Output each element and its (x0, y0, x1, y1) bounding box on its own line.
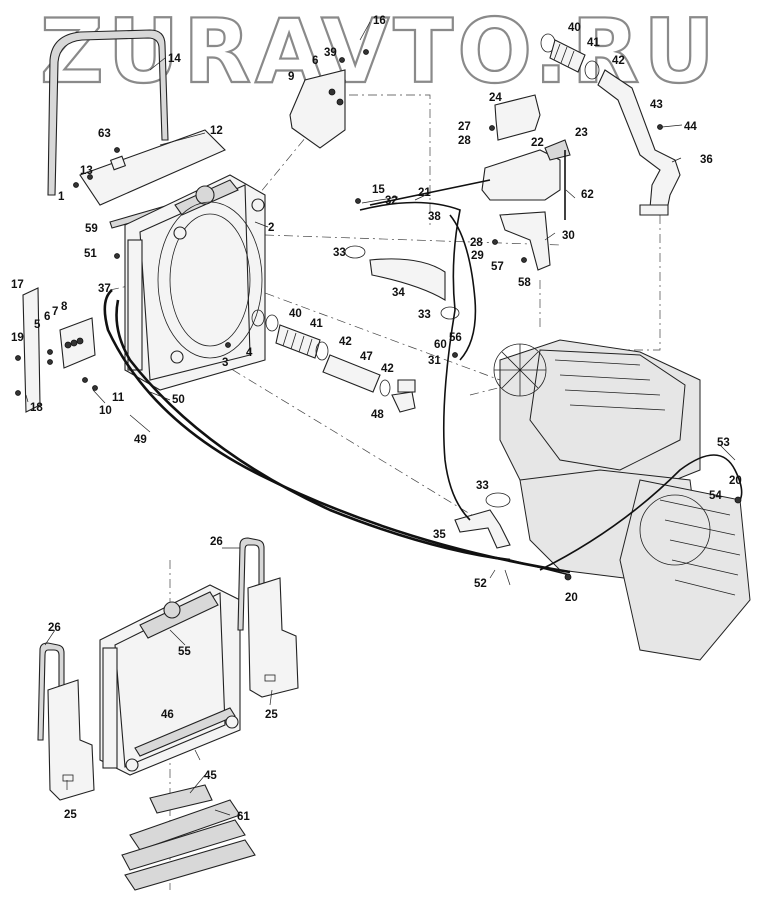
callout-2: 2 (268, 222, 274, 234)
callout-11: 11 (112, 392, 125, 404)
bracket-9 (289, 69, 346, 149)
callout-25-right: 25 (265, 709, 278, 721)
callout-58: 58 (518, 277, 531, 289)
callout-46: 46 (161, 709, 174, 721)
callout-39: 39 (324, 47, 337, 59)
fasteners (15, 49, 742, 581)
callout-50: 50 (172, 394, 185, 406)
callout-40-top: 40 (568, 22, 581, 34)
callout-18: 18 (30, 402, 43, 414)
callout-38: 38 (428, 211, 441, 223)
callout-labels: 1 2 3 4 5 6 6 7 8 9 10 11 12 13 14 15 16… (11, 15, 742, 823)
callout-32: 32 (385, 195, 398, 207)
radiator-core-lower (99, 584, 241, 776)
callout-3: 3 (222, 357, 228, 369)
lower-hose (454, 492, 511, 549)
callout-13: 13 (80, 165, 93, 177)
callout-17: 17 (11, 279, 24, 291)
seal-strip (47, 29, 169, 196)
callout-20-bottom: 20 (565, 592, 578, 604)
callout-1: 1 (58, 191, 65, 203)
callout-51: 51 (84, 248, 97, 260)
callout-43: 43 (650, 99, 663, 111)
callout-20-right: 20 (729, 475, 742, 487)
callout-49: 49 (134, 434, 147, 446)
callout-60: 60 (434, 339, 447, 351)
callout-5: 5 (34, 319, 41, 331)
callout-42-top: 42 (612, 55, 625, 67)
callout-37: 37 (98, 283, 111, 295)
callout-42-mid: 42 (339, 336, 352, 348)
engine (493, 339, 751, 661)
callout-10: 10 (99, 405, 112, 417)
callout-33-b: 33 (418, 309, 431, 321)
callout-63: 63 (98, 128, 111, 140)
callout-28-top: 28 (458, 135, 471, 147)
callout-53: 53 (717, 437, 730, 449)
callout-34: 34 (392, 287, 405, 299)
plate-25-right (247, 577, 299, 698)
callout-8: 8 (61, 301, 68, 313)
callout-45: 45 (204, 770, 217, 782)
callout-21: 21 (418, 187, 431, 199)
callout-25-left: 25 (64, 809, 77, 821)
upper-hose (344, 245, 460, 320)
callout-36: 36 (700, 154, 713, 166)
callout-44: 44 (684, 121, 697, 133)
callout-62: 62 (581, 189, 594, 201)
callout-15: 15 (372, 184, 385, 196)
callout-31: 31 (428, 355, 441, 367)
callout-35: 35 (433, 529, 446, 541)
hose-lines (103, 150, 743, 576)
callout-40-mid: 40 (289, 308, 302, 320)
callout-26-left: 26 (48, 622, 61, 634)
callout-48: 48 (371, 409, 384, 421)
callout-4: 4 (246, 347, 253, 359)
callout-16: 16 (373, 15, 386, 27)
callout-59: 59 (85, 223, 98, 235)
callout-56: 56 (449, 332, 462, 344)
expansion-tank (481, 94, 571, 271)
callout-33-c: 33 (476, 480, 489, 492)
callout-6-left: 6 (44, 311, 50, 323)
callout-52: 52 (474, 578, 487, 590)
callout-55: 55 (178, 646, 191, 658)
callout-41-mid: 41 (310, 318, 323, 330)
callout-54: 54 (709, 490, 722, 502)
callout-33-a: 33 (333, 247, 346, 259)
callout-22: 22 (531, 137, 544, 149)
callout-27: 27 (458, 121, 471, 133)
charge-air-pipe-middle (251, 309, 416, 413)
foam-pads (121, 784, 256, 891)
callout-42-low: 42 (381, 363, 394, 375)
callout-41-top: 41 (587, 37, 600, 49)
callout-29: 29 (471, 250, 484, 262)
radiator-assembly (124, 174, 266, 391)
callout-9: 9 (288, 71, 294, 83)
callout-23: 23 (575, 127, 588, 139)
callout-47: 47 (360, 351, 373, 363)
callout-19: 19 (11, 332, 24, 344)
callout-30: 30 (562, 230, 575, 242)
callout-61: 61 (237, 811, 250, 823)
callout-24: 24 (489, 92, 502, 104)
left-bracket (22, 287, 98, 413)
callout-26-right: 26 (210, 536, 223, 548)
leader-lines (25, 21, 736, 816)
charge-air-pipe-top (540, 33, 681, 216)
callout-6-top: 6 (312, 55, 318, 67)
callout-14: 14 (168, 53, 181, 65)
callout-28-mid: 28 (470, 237, 483, 249)
callout-12: 12 (210, 125, 223, 137)
plate-25-left (47, 679, 95, 801)
callout-57: 57 (491, 261, 504, 273)
callout-7: 7 (52, 306, 58, 318)
